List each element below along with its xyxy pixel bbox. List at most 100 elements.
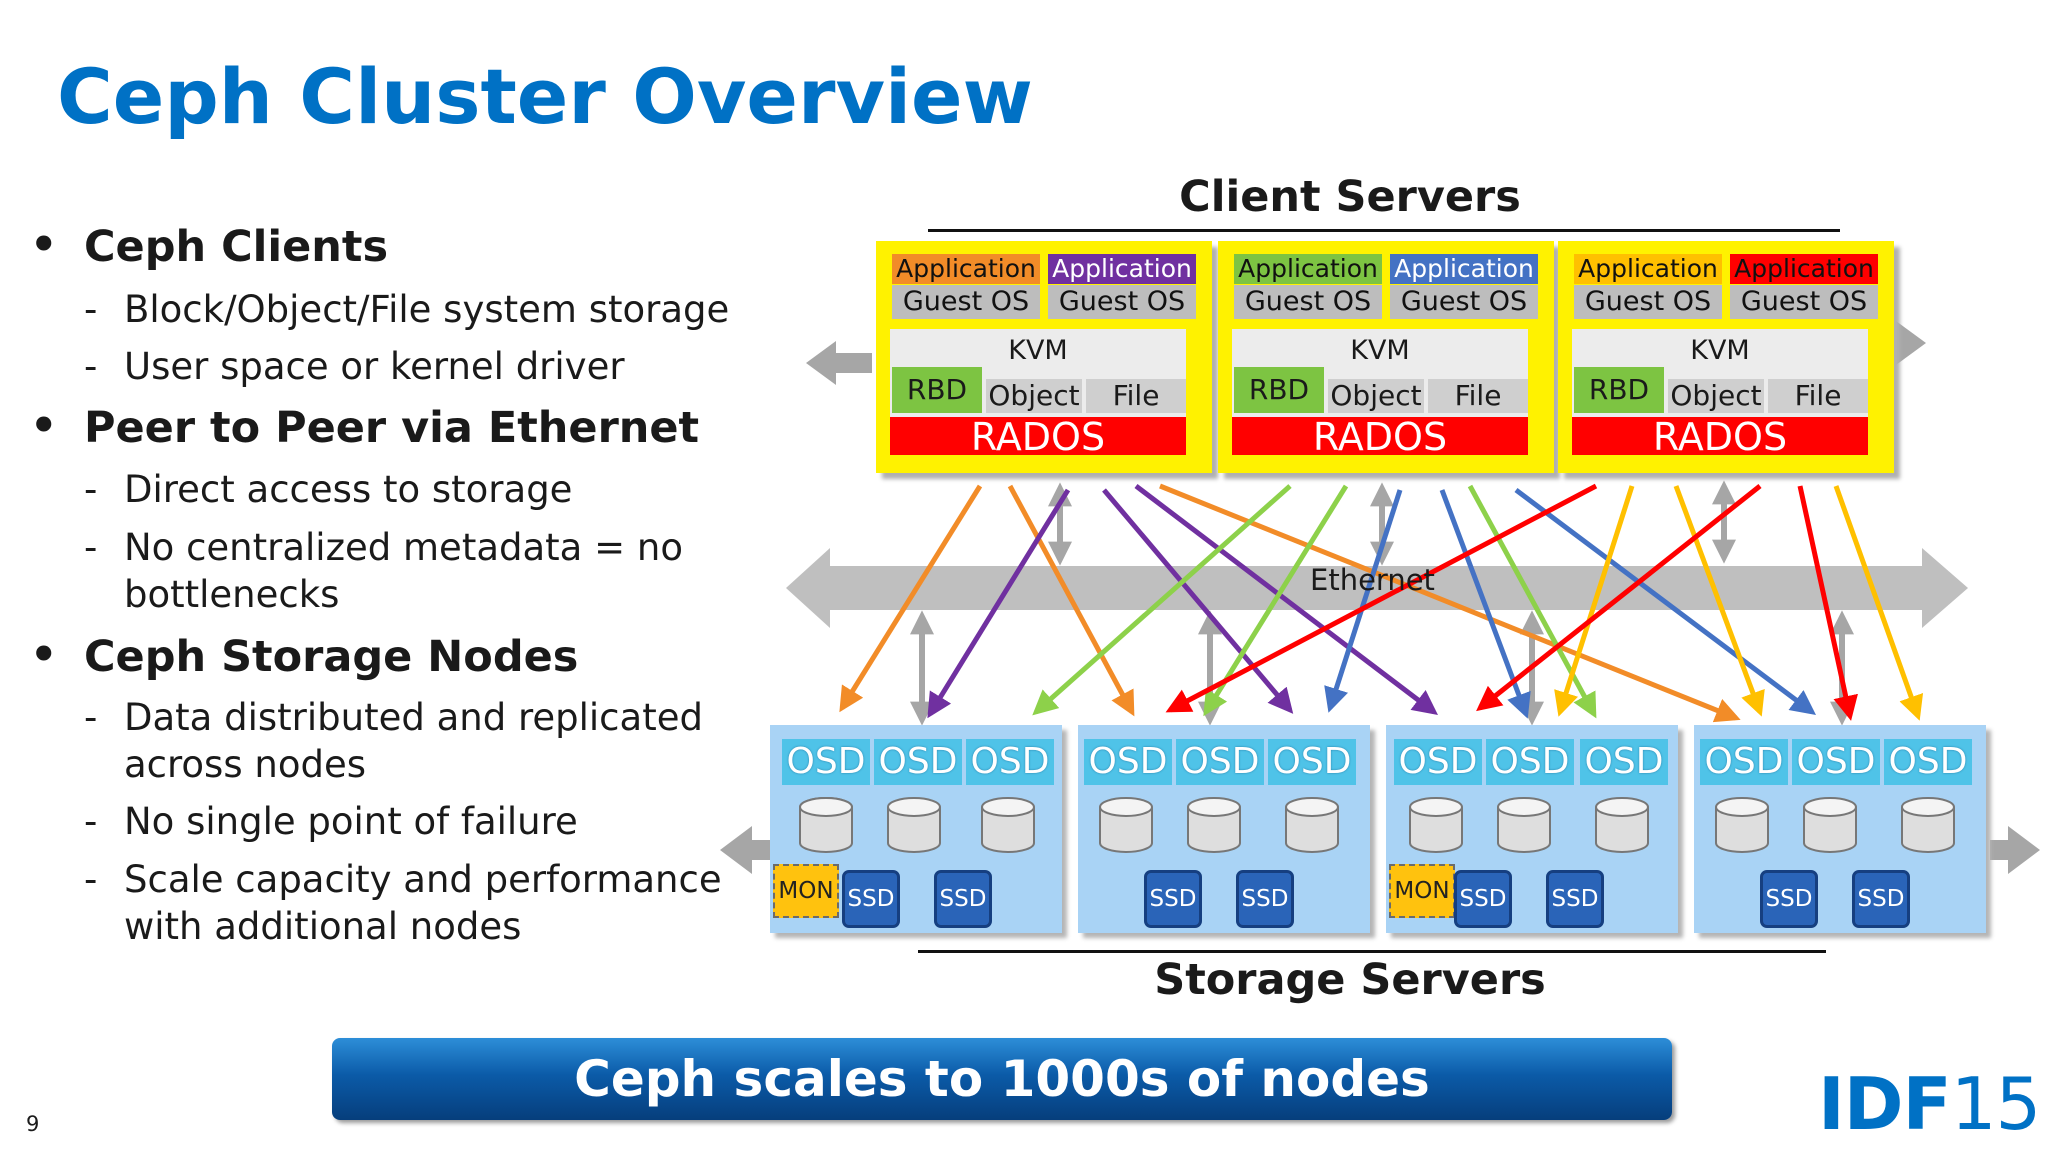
osd-label: OSD <box>1486 739 1574 785</box>
ssd-icon: SSD <box>1546 870 1604 928</box>
bullet-dot: • <box>30 630 58 680</box>
sub-bullet-text: with additional nodes <box>124 905 522 948</box>
logo-part2: 15 <box>1950 1062 2042 1146</box>
application-label: Application <box>892 254 1040 284</box>
osd-label: OSD <box>1884 739 1972 785</box>
sub-bullet-text: across nodes <box>124 743 366 786</box>
rbd-label: RBD <box>1574 367 1664 413</box>
file-label: File <box>1428 379 1528 413</box>
ssd-icon: SSD <box>1760 870 1818 928</box>
storage-node-4: OSD OSD OSD SSD SSD <box>1694 725 1986 933</box>
storage-node-3: OSD OSD OSD MON SSD SSD <box>1386 725 1678 933</box>
rados-label: RADOS <box>1572 417 1868 457</box>
rados-label: RADOS <box>890 417 1186 457</box>
osd-label: OSD <box>1084 739 1172 785</box>
storage-node-1: OSD OSD OSD MON SSD SSD <box>770 725 1062 933</box>
kvm-label: KVM <box>1350 335 1410 366</box>
ethernet-label: Ethernet <box>1310 563 1435 597</box>
disk-icon <box>1187 797 1241 853</box>
application-label: Application <box>1234 254 1382 284</box>
storage-servers-rule <box>918 950 1826 953</box>
client-servers-rule <box>928 229 1840 232</box>
rbd-label: RBD <box>1234 367 1324 413</box>
kvm-label: KVM <box>1008 335 1068 366</box>
ssd-icon: SSD <box>1852 870 1910 928</box>
guest-os-label: Guest OS <box>1730 285 1878 319</box>
disk-icon <box>981 797 1035 853</box>
kvm-box: KVM RBD Object File RADOS <box>890 329 1186 457</box>
ssd-icon: SSD <box>1144 870 1202 928</box>
application-label: Application <box>1048 254 1196 284</box>
page-title: Ceph Cluster Overview <box>57 52 1033 141</box>
mon-badge: MON <box>1389 864 1455 918</box>
osd-label: OSD <box>874 739 962 785</box>
ssd-icon: SSD <box>842 870 900 928</box>
bullet-text: Ceph Storage Nodes <box>84 632 579 682</box>
guest-os-label: Guest OS <box>892 285 1040 319</box>
sub-bullet-text: Block/Object/File system storage <box>124 288 730 331</box>
ssd-icon: SSD <box>1236 870 1294 928</box>
kvm-box: KVM RBD Object File RADOS <box>1232 329 1528 457</box>
storage-node-2: OSD OSD OSD SSD SSD <box>1078 725 1370 933</box>
replication-arrows <box>839 483 1924 723</box>
ssd-icon: SSD <box>1454 870 1512 928</box>
bullet-dot: • <box>30 401 58 451</box>
osd-label: OSD <box>1700 739 1788 785</box>
disk-icon <box>1595 797 1649 853</box>
file-label: File <box>1768 379 1868 413</box>
disk-icon <box>799 797 853 853</box>
guest-os-label: Guest OS <box>1234 285 1382 319</box>
disk-icon <box>1715 797 1769 853</box>
ssd-icon: SSD <box>934 870 992 928</box>
mon-badge: MON <box>773 864 839 918</box>
disk-icon <box>1099 797 1153 853</box>
disk-icon <box>1497 797 1551 853</box>
sub-bullet-text: No single point of failure <box>124 800 578 843</box>
ethernet-bar <box>786 548 1968 628</box>
kvm-box: KVM RBD Object File RADOS <box>1572 329 1868 457</box>
storage-servers-heading: Storage Servers <box>1154 955 1546 1005</box>
client-server-3: Application Application Guest OS Guest O… <box>1558 241 1894 473</box>
logo-part1: IDF <box>1818 1062 1952 1146</box>
client-server-2: Application Application Guest OS Guest O… <box>1218 241 1554 473</box>
guest-os-label: Guest OS <box>1048 285 1196 319</box>
disk-icon <box>1901 797 1955 853</box>
osd-label: OSD <box>1792 739 1880 785</box>
osd-label: OSD <box>782 739 870 785</box>
application-label: Application <box>1390 254 1538 284</box>
disk-icon <box>1285 797 1339 853</box>
osd-label: OSD <box>966 739 1054 785</box>
osd-label: OSD <box>1394 739 1482 785</box>
page-number: 9 <box>26 1112 40 1136</box>
osd-label: OSD <box>1268 739 1356 785</box>
sub-bullet-text: Direct access to storage <box>124 468 573 511</box>
bullet-text: Ceph Clients <box>84 222 389 272</box>
osd-label: OSD <box>1580 739 1668 785</box>
client-server-1: Application Application Guest OS Guest O… <box>876 241 1212 473</box>
object-label: Object <box>1668 379 1764 413</box>
sub-bullet-text: bottlenecks <box>124 573 340 616</box>
idf15-logo: IDF15 <box>1818 1062 2042 1146</box>
rbd-label: RBD <box>892 367 982 413</box>
summary-banner: Ceph scales to 1000s of nodes <box>332 1038 1672 1120</box>
bullet-text: Peer to Peer via Ethernet <box>84 403 700 453</box>
application-label: Application <box>1730 254 1878 284</box>
guest-os-label: Guest OS <box>1390 285 1538 319</box>
sub-bullet-text: Scale capacity and performance <box>124 858 722 901</box>
disk-icon <box>1409 797 1463 853</box>
sub-bullet-text: No centralized metadata = no <box>124 526 683 569</box>
osd-label: OSD <box>1176 739 1264 785</box>
disk-icon <box>1803 797 1857 853</box>
guest-os-label: Guest OS <box>1574 285 1722 319</box>
disk-icon <box>887 797 941 853</box>
object-label: Object <box>986 379 1082 413</box>
sub-bullet-text: User space or kernel driver <box>124 345 625 388</box>
client-servers-heading: Client Servers <box>1179 172 1521 222</box>
bullet-dot: • <box>30 220 58 270</box>
file-label: File <box>1086 379 1186 413</box>
sub-bullet-text: Data distributed and replicated <box>124 696 703 739</box>
application-label: Application <box>1574 254 1722 284</box>
kvm-label: KVM <box>1690 335 1750 366</box>
rados-label: RADOS <box>1232 417 1528 457</box>
